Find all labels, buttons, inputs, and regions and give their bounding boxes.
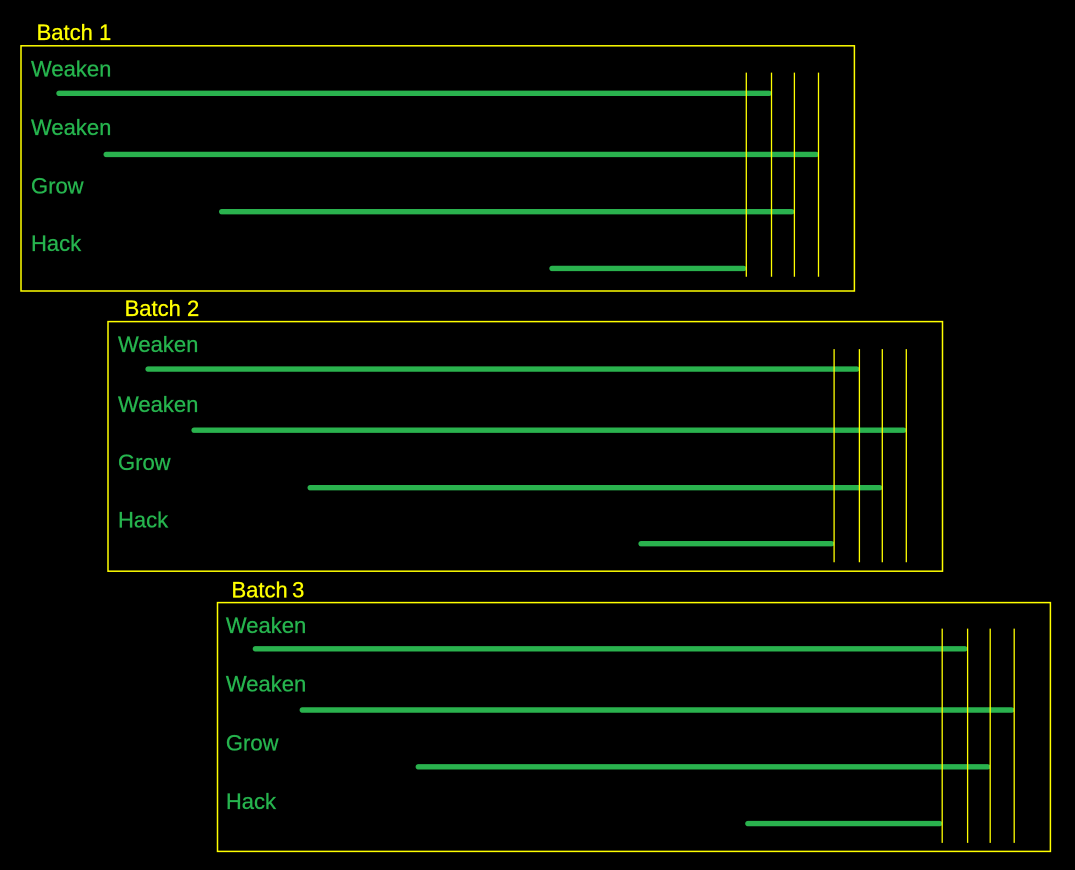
svg-text:Grow: Grow — [226, 730, 279, 755]
svg-text:Weaken: Weaken — [226, 672, 306, 697]
svg-text:Hack: Hack — [118, 507, 169, 532]
svg-text:Grow: Grow — [31, 173, 84, 198]
svg-text:Weaken: Weaken — [118, 332, 198, 357]
svg-text:Weaken: Weaken — [31, 57, 111, 82]
svg-text:Batch 3: Batch 3 — [232, 577, 305, 602]
svg-text:Batch 1: Batch 1 — [37, 20, 112, 45]
svg-text:Hack: Hack — [226, 789, 277, 814]
svg-text:Grow: Grow — [118, 450, 171, 475]
svg-text:Hack: Hack — [31, 231, 82, 256]
svg-text:Batch 2: Batch 2 — [125, 296, 200, 321]
svg-text:Weaken: Weaken — [31, 115, 111, 140]
svg-text:Weaken: Weaken — [118, 392, 198, 417]
svg-text:Weaken: Weaken — [226, 613, 306, 638]
